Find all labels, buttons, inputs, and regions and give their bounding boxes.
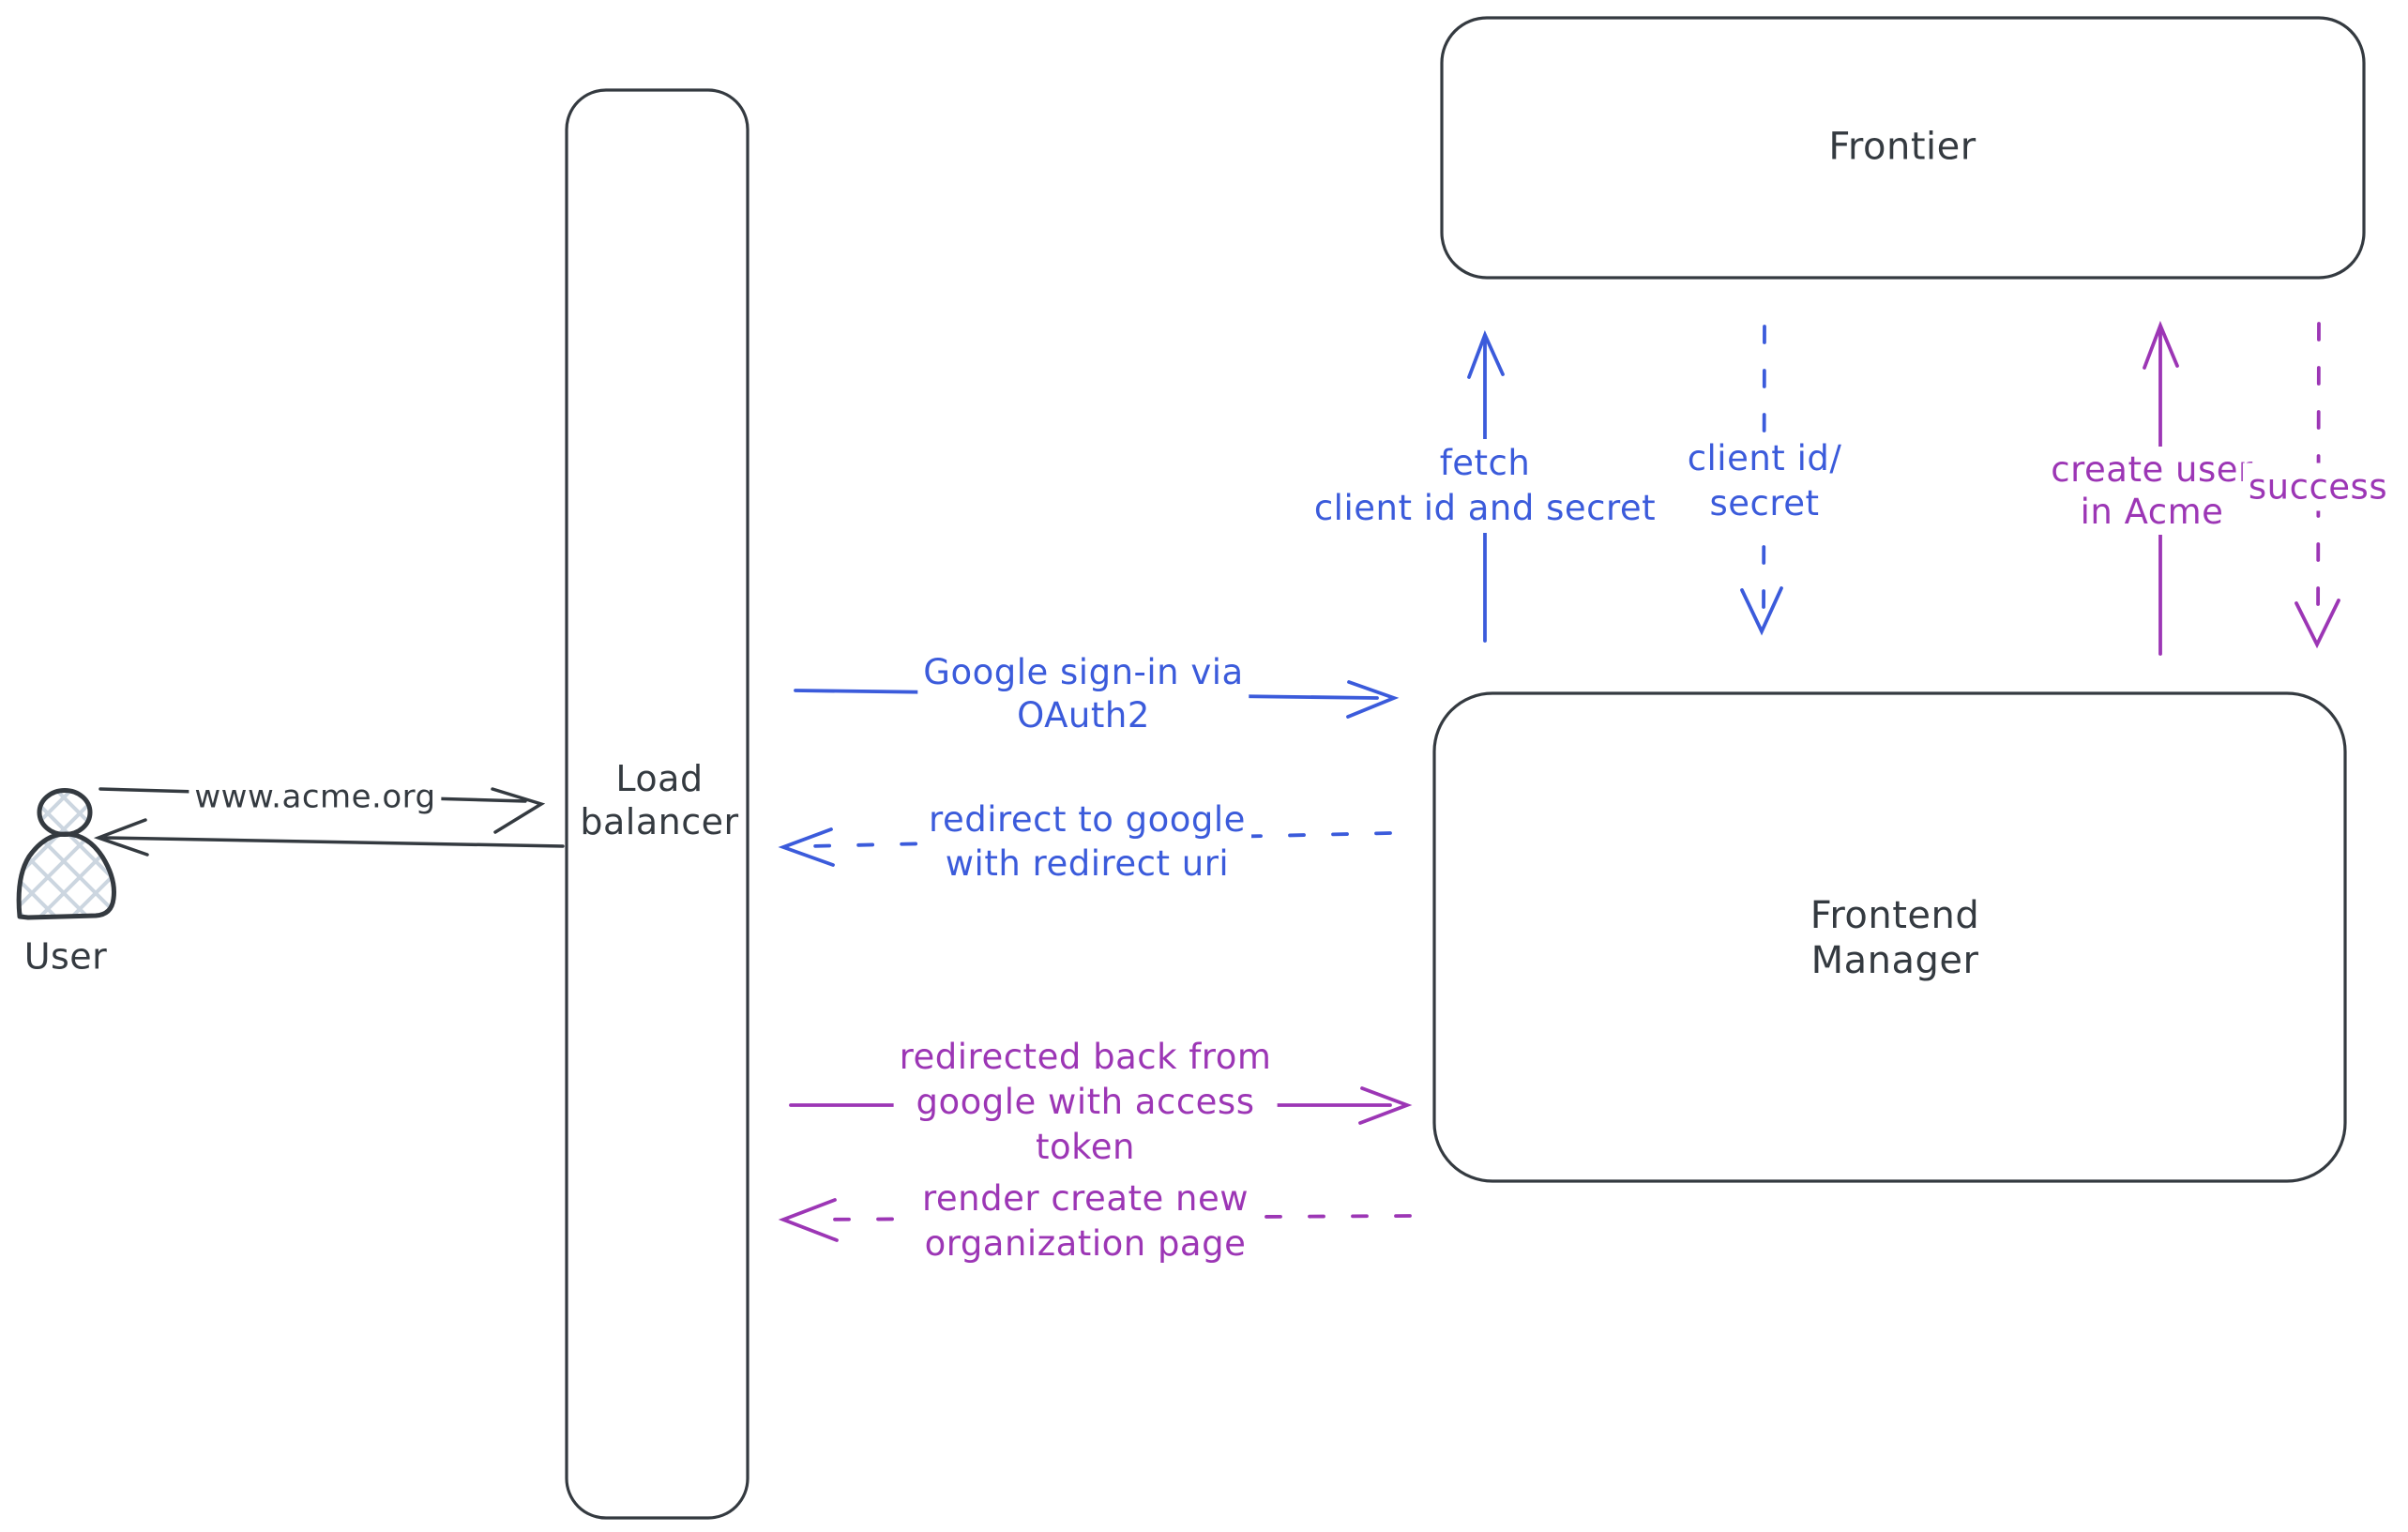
arrow-redirect-to-google[interactable] — [778, 827, 1392, 867]
label-render-page-line2: organization page — [924, 1223, 1247, 1264]
frontend-manager-box[interactable] — [1432, 691, 2347, 1183]
load-balancer-box[interactable] — [565, 88, 750, 1520]
label-user: User — [23, 935, 108, 978]
label-google-signin-line2: OAuth2 — [1017, 695, 1150, 736]
arrow-return-to-user[interactable] — [93, 818, 565, 857]
label-success[interactable]: success — [2242, 463, 2394, 511]
label-create-user-line2: in Acme — [2080, 492, 2224, 532]
label-redirected-back-line3: token — [1036, 1127, 1135, 1167]
label-fetch-client-id[interactable]: fetch client id and secret — [1308, 439, 1662, 533]
label-google-signin-line1: Google sign-in via — [923, 652, 1244, 692]
label-google-signin[interactable]: Google sign-in via OAuth2 — [917, 649, 1249, 739]
user-icon[interactable] — [16, 788, 116, 920]
label-render-page-line1: render create new — [921, 1178, 1249, 1219]
label-client-id-secret[interactable]: client id/ secret — [1681, 434, 1848, 528]
label-frontend-manager-line2: Manager — [1810, 939, 1979, 982]
label-redirected-back[interactable]: redirected back from google with access … — [893, 1033, 1278, 1172]
user-head[interactable] — [37, 788, 93, 837]
label-load-balancer-line2: balancer — [580, 801, 739, 842]
label-redirect-line1: redirect to google — [929, 799, 1246, 840]
label-redirected-back-line1: redirected back from — [899, 1037, 1272, 1077]
label-redirect-line2: with redirect uri — [945, 843, 1230, 884]
label-render-page[interactable]: render create new organization page — [916, 1175, 1255, 1268]
label-frontend-manager: Frontend Manager — [1804, 891, 1986, 985]
label-client-id-line1: client id/ — [1687, 438, 1842, 478]
arrow-success[interactable] — [2294, 322, 2340, 649]
user-body[interactable] — [16, 831, 116, 920]
label-load-balancer: Load balancer — [574, 755, 745, 845]
label-load-balancer-line1: Load — [615, 758, 704, 799]
label-fetch-line2: client id and secret — [1313, 488, 1657, 528]
label-frontier: Frontier — [1823, 123, 1982, 172]
label-frontend-manager-line1: Frontend — [1810, 894, 1980, 937]
label-redirect-to-google[interactable]: redirect to google with redirect uri — [923, 796, 1251, 887]
label-redirected-back-line2: google with access — [916, 1082, 1255, 1122]
label-client-id-line2: secret — [1709, 483, 1820, 523]
frontier-box[interactable] — [1440, 16, 2366, 280]
label-create-user-line1: create user — [2051, 449, 2253, 490]
label-fetch-line1: fetch — [1439, 443, 1531, 483]
label-www-acme[interactable]: www.acme.org — [189, 773, 442, 822]
label-create-user[interactable]: create user in Acme — [2045, 447, 2259, 535]
